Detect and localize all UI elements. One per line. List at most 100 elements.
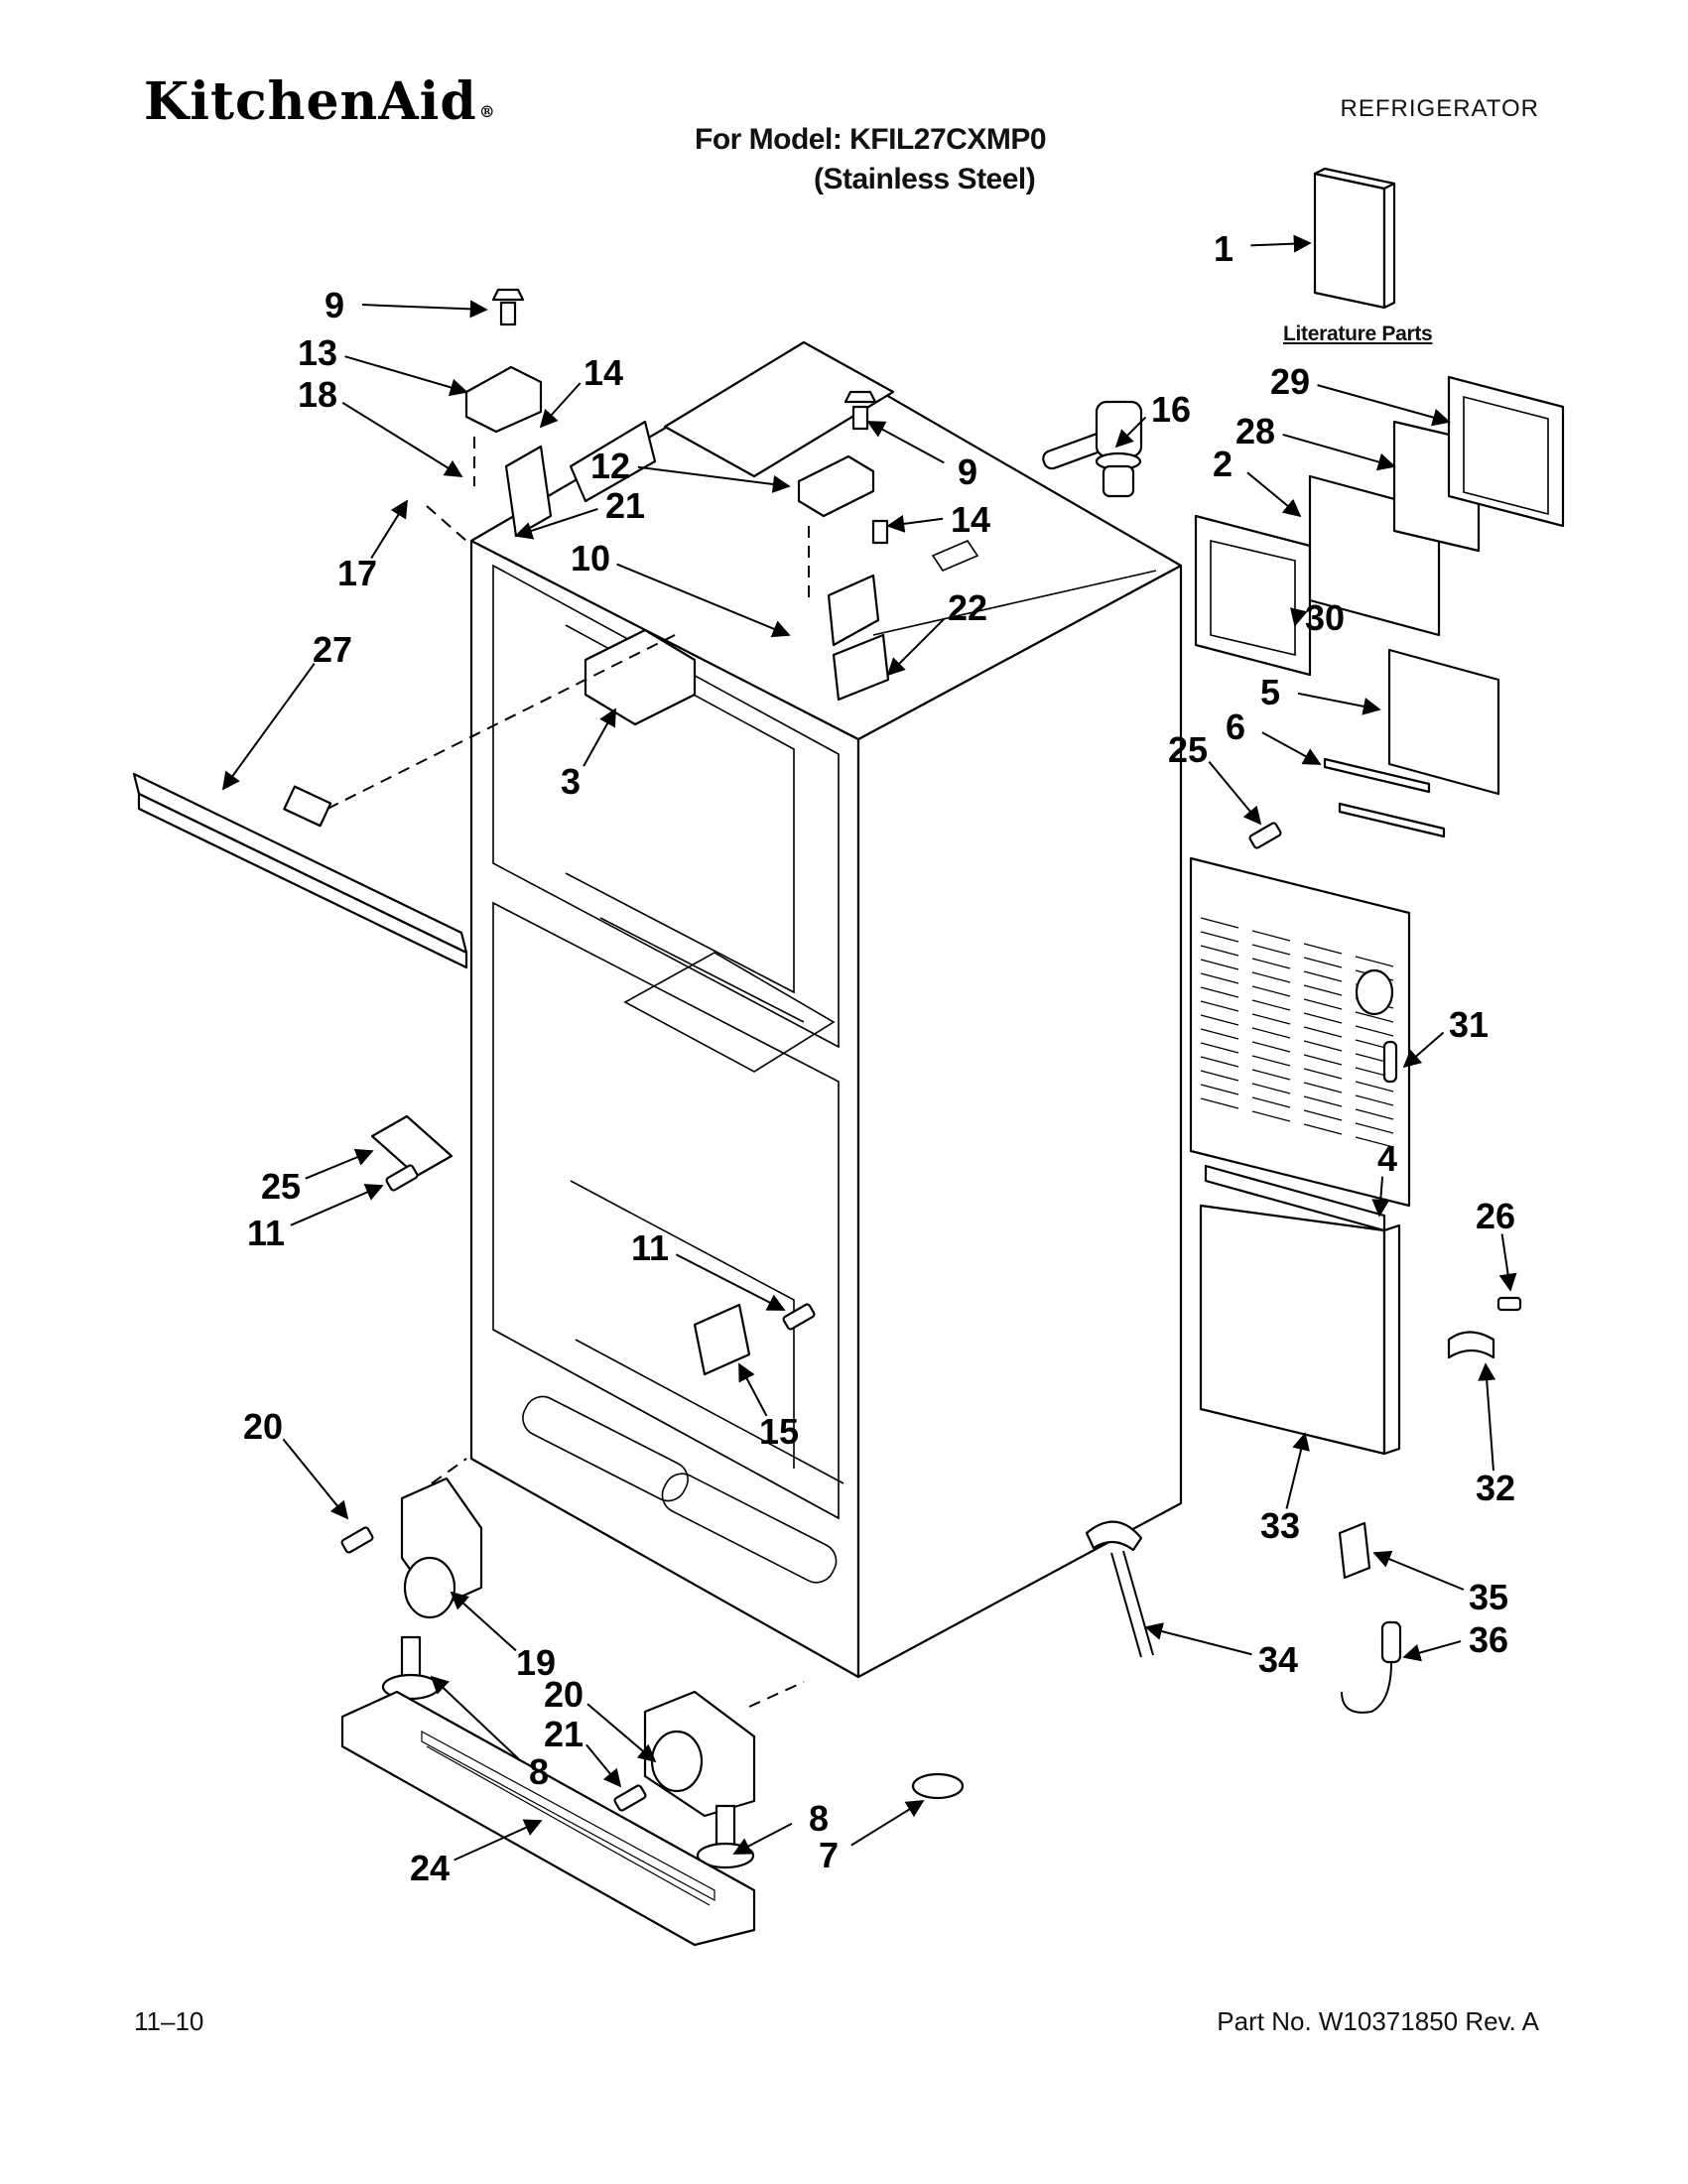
louver-line: [1303, 1026, 1343, 1038]
leader-line-5: [1297, 692, 1381, 715]
thermistor: [1341, 1620, 1402, 1714]
callout-11: 11: [247, 1213, 285, 1253]
callout-21: 21: [605, 485, 645, 526]
louver-line: [1355, 1122, 1394, 1134]
louver-line: [1200, 1084, 1239, 1095]
foam-strips: [1323, 757, 1446, 838]
finish-line: (Stainless Steel): [814, 163, 1036, 195]
callout-2: 2: [1213, 444, 1233, 484]
louver-line: [1251, 958, 1291, 969]
louver-line: [1355, 1025, 1394, 1037]
wire-clip: [1447, 1296, 1522, 1359]
left-roller-assembly: [340, 1477, 483, 1701]
date-code: 11–10: [134, 2006, 204, 2036]
louver-line: [1303, 998, 1343, 1010]
base-grille: [340, 1690, 756, 1947]
callout-16: 16: [1151, 389, 1191, 430]
leader-line-17: [370, 499, 408, 560]
cover-louvers: [1200, 917, 1394, 1148]
callout-32: 32: [1476, 1468, 1515, 1508]
louver-line: [1303, 1054, 1343, 1066]
callout-11: 11: [631, 1227, 669, 1268]
louver-line: [1200, 1028, 1239, 1040]
leader-line-27: [221, 663, 316, 791]
callout-13: 13: [298, 332, 337, 373]
mullion-bar: [132, 772, 468, 969]
callout-29: 29: [1270, 361, 1310, 402]
registered-mark: ®: [478, 102, 496, 121]
callout-31: 31: [1449, 1004, 1489, 1045]
leader-line-18: [341, 401, 463, 477]
assembly-line-right-roller: [748, 1681, 805, 1708]
callout-36: 36: [1469, 1619, 1508, 1660]
assembly-line-top: [426, 505, 467, 542]
louver-line: [1355, 956, 1394, 967]
leader-line-20: [586, 1703, 657, 1763]
leader-line-3: [583, 707, 616, 767]
leader-line-30: [1290, 607, 1308, 627]
callout-25: 25: [261, 1166, 301, 1207]
top-left-hinge-cover: [464, 288, 553, 538]
part-number: Part No. W10371850 Rev. A: [1217, 2006, 1539, 2036]
leader-line-26: [1498, 1233, 1517, 1292]
leader-line-9: [866, 421, 945, 464]
leader-line-1: [1250, 234, 1312, 253]
callout-18: 18: [298, 374, 337, 415]
callout-8: 8: [529, 1751, 549, 1792]
louver-line: [1200, 931, 1239, 943]
sensor-bracket: [1338, 1521, 1371, 1580]
callout-7: 7: [819, 1835, 839, 1875]
callout-14: 14: [584, 352, 623, 393]
callout-6: 6: [1226, 707, 1245, 747]
louver-line: [1251, 1083, 1291, 1094]
callout-35: 35: [1469, 1577, 1508, 1617]
louver-line: [1200, 1056, 1239, 1068]
louver-line: [1303, 1123, 1343, 1135]
louver-line: [1251, 1013, 1291, 1025]
leader-line-21: [514, 507, 598, 540]
leader-line-21: [585, 1743, 622, 1788]
leader-line-10: [616, 563, 791, 638]
louver-line: [1355, 1011, 1394, 1023]
callout-21: 21: [544, 1714, 584, 1754]
callout-26: 26: [1476, 1196, 1515, 1236]
louver-line: [1200, 1000, 1239, 1012]
leader-line-8: [732, 1822, 793, 1855]
leader-line-22: [886, 617, 946, 677]
screw-11-freezer: [782, 1303, 816, 1331]
louver-line: [1251, 930, 1291, 942]
top-machine-compartment: [569, 340, 1157, 636]
assembly-line-mullion: [326, 634, 676, 810]
leader-line-33: [1285, 1432, 1310, 1509]
louver-line: [1251, 1027, 1291, 1039]
literature-parts-caption: Literature Parts: [1283, 322, 1433, 345]
callout-10: 10: [571, 538, 610, 578]
callout-28: 28: [1235, 411, 1275, 451]
louver-line: [1200, 959, 1239, 970]
leader-line-35: [1372, 1550, 1465, 1591]
callout-24: 24: [410, 1848, 450, 1888]
callout-9: 9: [958, 451, 977, 492]
machine-compartment-cover: [1189, 856, 1411, 1208]
louver-line: [1251, 1041, 1291, 1053]
callout-19: 19: [516, 1642, 556, 1683]
wiring-harness: [1085, 1520, 1154, 1658]
water-filter-housing: [1042, 400, 1143, 498]
center-hinge-bracket: [370, 1114, 454, 1192]
leader-line-13: [344, 355, 468, 397]
assembly-line-roller: [431, 1458, 467, 1484]
model-line: For Model: KFIL27CXMP0: [695, 123, 1047, 156]
louver-line: [1200, 1042, 1239, 1054]
leader-line-29: [1317, 384, 1451, 427]
louver-line: [1200, 1070, 1239, 1082]
louver-line: [1303, 1068, 1343, 1080]
louver-line: [1251, 944, 1291, 956]
louver-line: [1303, 1082, 1343, 1093]
leader-line-34: [1144, 1622, 1252, 1656]
brand-name: KitchenAid: [144, 71, 477, 132]
leader-lines: [221, 234, 1517, 1862]
right-roller-assembly: [613, 1690, 965, 1869]
louver-line: [1251, 971, 1291, 983]
freezer-bracket: [693, 1303, 751, 1376]
louver-line: [1303, 957, 1343, 968]
